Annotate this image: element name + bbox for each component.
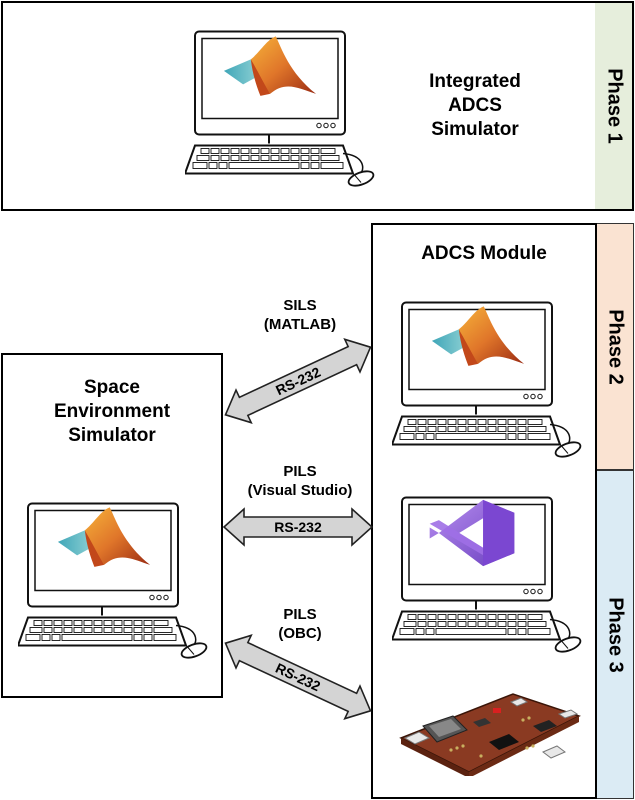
space-env-title: Space Environment Simulator xyxy=(53,377,171,446)
link-2-label: PILS (Visual Studio) xyxy=(247,463,353,499)
link-1-label: SILS (MATLAB) xyxy=(263,297,337,333)
link-2-arrow-text: RS-232 xyxy=(274,519,322,535)
link-3-label: PILS (OBC) xyxy=(278,606,322,642)
adcs-module-title: ADCS Module xyxy=(421,243,547,264)
phase1-title: Integrated ADCS Simulator xyxy=(429,71,521,140)
phase1-band: Phase 1 xyxy=(595,1,634,211)
link-3-arrow-text: RS-232 xyxy=(273,660,323,695)
